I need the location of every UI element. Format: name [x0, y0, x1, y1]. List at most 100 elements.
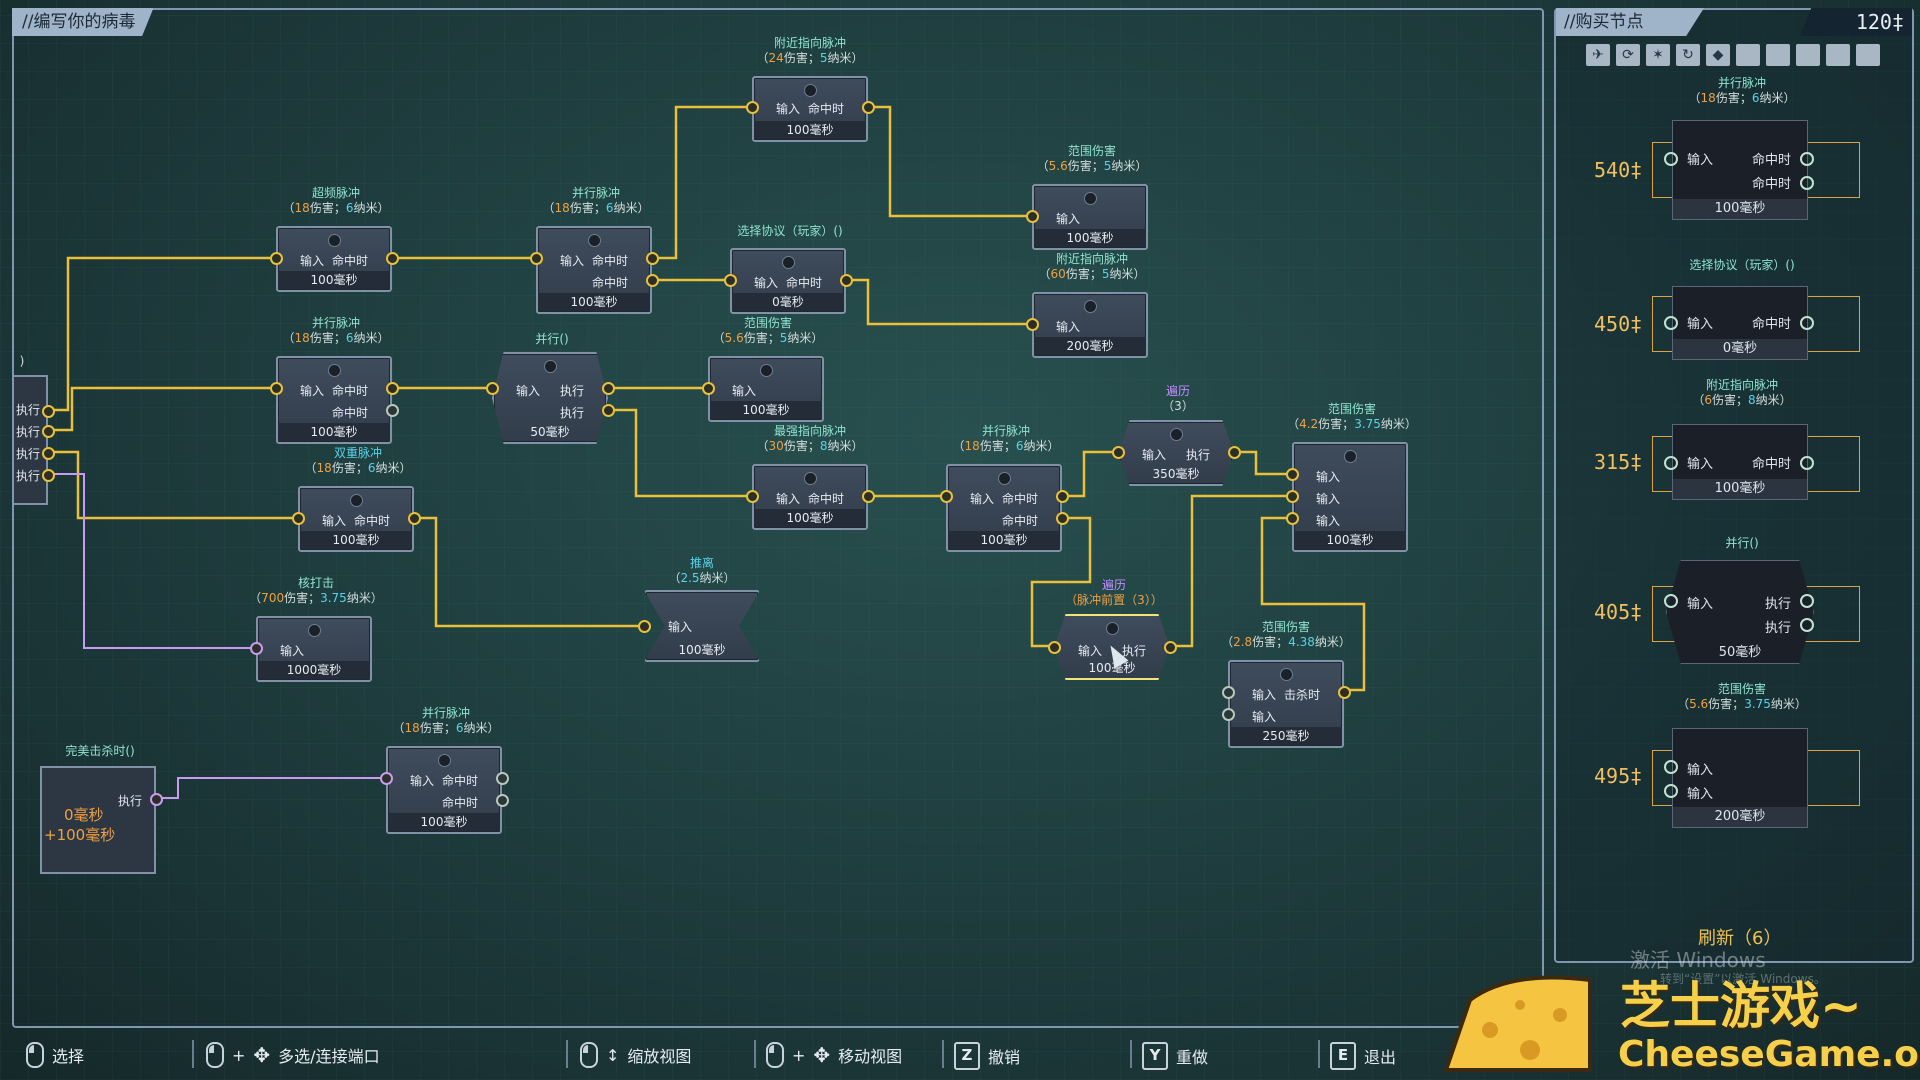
node-area-damage-4[interactable]: 输入 输入 击杀时 250毫秒: [1228, 660, 1344, 748]
input-port[interactable]: [1286, 468, 1299, 481]
divider: [942, 1040, 944, 1068]
output-port[interactable]: [646, 274, 659, 287]
node-nuke-strike[interactable]: 输入 1000毫秒: [256, 616, 372, 682]
input-port[interactable]: [380, 772, 393, 785]
node-area-damage-3[interactable]: 输入 输入 输入 100毫秒: [1292, 442, 1408, 552]
node-parallel-pulse-4[interactable]: 输入 命中时 命中时 100毫秒: [386, 746, 502, 834]
output-port[interactable]: [862, 490, 875, 503]
shop-item-label: 范围伤害 （5.6伤害；3.75纳米）: [1677, 682, 1807, 711]
input-port[interactable]: [292, 512, 305, 525]
shop-item-parallel-pulse[interactable]: 输入 命中时 命中时 100毫秒: [1672, 120, 1808, 220]
output-port[interactable]: [646, 252, 659, 265]
input-port[interactable]: [1112, 446, 1125, 459]
output-port[interactable]: [496, 772, 509, 785]
knob-icon: [1280, 668, 1293, 681]
input-port[interactable]: [702, 382, 715, 395]
output-port[interactable]: [386, 252, 399, 265]
input-port[interactable]: [250, 642, 263, 655]
node-area-damage[interactable]: 输入 100毫秒: [1032, 184, 1148, 250]
output-port[interactable]: [862, 101, 875, 114]
wire: [608, 408, 752, 498]
input-port[interactable]: [1026, 318, 1039, 331]
node-area-damage-2[interactable]: 输入 100毫秒: [708, 356, 824, 422]
filter-blank[interactable]: [1766, 44, 1790, 66]
output-port[interactable]: [840, 274, 853, 287]
filter-diamond-icon[interactable]: ◆: [1706, 44, 1730, 66]
wire: [1062, 450, 1118, 498]
output-port[interactable]: [42, 425, 55, 438]
input-port[interactable]: [724, 274, 737, 287]
node-label: 范围伤害 （5.6伤害；5纳米）: [712, 316, 824, 345]
shop-item-price: 315‡: [1594, 450, 1643, 474]
trigger-perfect-kill[interactable]: 执行 0毫秒 +100毫秒: [40, 766, 156, 874]
output-port[interactable]: [1056, 490, 1069, 503]
filter-loop-icon[interactable]: ↻: [1676, 44, 1700, 66]
knob-icon: [1084, 300, 1097, 313]
output-port[interactable]: [496, 794, 509, 807]
wire: [1260, 516, 1366, 692]
parent-node-stub[interactable]: 执行 执行 执行 执行: [14, 375, 48, 505]
shop-item-select-protocol[interactable]: 输入 命中时 0毫秒: [1672, 286, 1808, 360]
editor-title: //编写你的病毒: [12, 8, 154, 36]
wire: [652, 105, 752, 260]
output-port[interactable]: [1338, 686, 1351, 699]
knob-icon: [1344, 450, 1357, 463]
shop-item-area-damage[interactable]: 输入 输入 200毫秒: [1672, 728, 1808, 828]
input-port[interactable]: [940, 490, 953, 503]
input-port[interactable]: [746, 490, 759, 503]
filter-blank[interactable]: [1856, 44, 1880, 66]
filter-blank[interactable]: [1796, 44, 1820, 66]
output-port[interactable]: [42, 469, 55, 482]
hint-pan: +✥ 移动视图: [766, 1042, 902, 1068]
input-port[interactable]: [1286, 512, 1299, 525]
node-near-directed-pulse[interactable]: 输入 命中时 100毫秒: [752, 76, 868, 142]
output-port[interactable]: [150, 793, 163, 806]
node-parallel-pulse[interactable]: 输入 命中时 命中时 100毫秒: [536, 226, 652, 314]
node-parallel[interactable]: 输入 执行 执行 50毫秒: [492, 352, 608, 444]
refresh-button[interactable]: 刷新（6）: [1698, 928, 1782, 949]
port-label: 执行: [16, 403, 41, 417]
node-overclock-pulse[interactable]: 输入 命中时 100毫秒: [276, 226, 392, 292]
node-parallel-pulse-3[interactable]: 输入 命中时 命中时 100毫秒: [946, 464, 1062, 552]
input-port[interactable]: [746, 101, 759, 114]
output-port[interactable]: [42, 405, 55, 418]
input-port[interactable]: [1026, 210, 1039, 223]
input-port[interactable]: [638, 620, 651, 633]
input-port[interactable]: [1286, 490, 1299, 503]
filter-star-icon[interactable]: ✶: [1646, 44, 1670, 66]
filter-refresh-icon[interactable]: ⟳: [1616, 44, 1640, 66]
node-strongest-directed-pulse[interactable]: 输入 命中时 100毫秒: [752, 464, 868, 530]
input-port[interactable]: [486, 382, 499, 395]
input-port[interactable]: [270, 382, 283, 395]
output-port[interactable]: [386, 404, 399, 417]
node-near-directed-pulse-2[interactable]: 输入 200毫秒: [1032, 292, 1148, 358]
filter-blank[interactable]: [1826, 44, 1850, 66]
input-port[interactable]: [270, 252, 283, 265]
output-port[interactable]: [1056, 512, 1069, 525]
output-port[interactable]: [386, 382, 399, 395]
output-port[interactable]: [42, 447, 55, 460]
input-port[interactable]: [1048, 641, 1061, 654]
input-port[interactable]: [1222, 686, 1235, 699]
node-label: 并行脉冲 （18伤害；6纳米）: [952, 424, 1060, 453]
wire: [1030, 516, 1092, 648]
node-select-protocol[interactable]: 输入 命中时 0毫秒: [730, 248, 846, 314]
output-port[interactable]: [1228, 446, 1241, 459]
shop-item-price: 450‡: [1594, 312, 1643, 336]
output-port[interactable]: [1164, 641, 1177, 654]
shop-port: [1664, 760, 1678, 774]
output-port[interactable]: [602, 404, 615, 417]
node-parallel-pulse-2[interactable]: 输入 命中时 命中时 100毫秒: [276, 356, 392, 444]
node-double-pulse[interactable]: 输入 命中时 100毫秒: [298, 486, 414, 552]
shop-item-near-directed-pulse[interactable]: 输入 命中时 100毫秒: [1672, 424, 1808, 500]
filter-plane-icon[interactable]: ✈: [1586, 44, 1610, 66]
shop-item-parallel[interactable]: 输入 执行 执行 50毫秒: [1666, 560, 1814, 664]
input-port[interactable]: [1222, 708, 1235, 721]
shop-port: [1664, 316, 1678, 330]
output-port[interactable]: [408, 512, 421, 525]
input-port[interactable]: [530, 252, 543, 265]
node-iterate[interactable]: 输入 执行 350毫秒: [1118, 420, 1234, 486]
filter-blank[interactable]: [1736, 44, 1760, 66]
shop-item-price: 405‡: [1594, 600, 1643, 624]
output-port[interactable]: [602, 382, 615, 395]
